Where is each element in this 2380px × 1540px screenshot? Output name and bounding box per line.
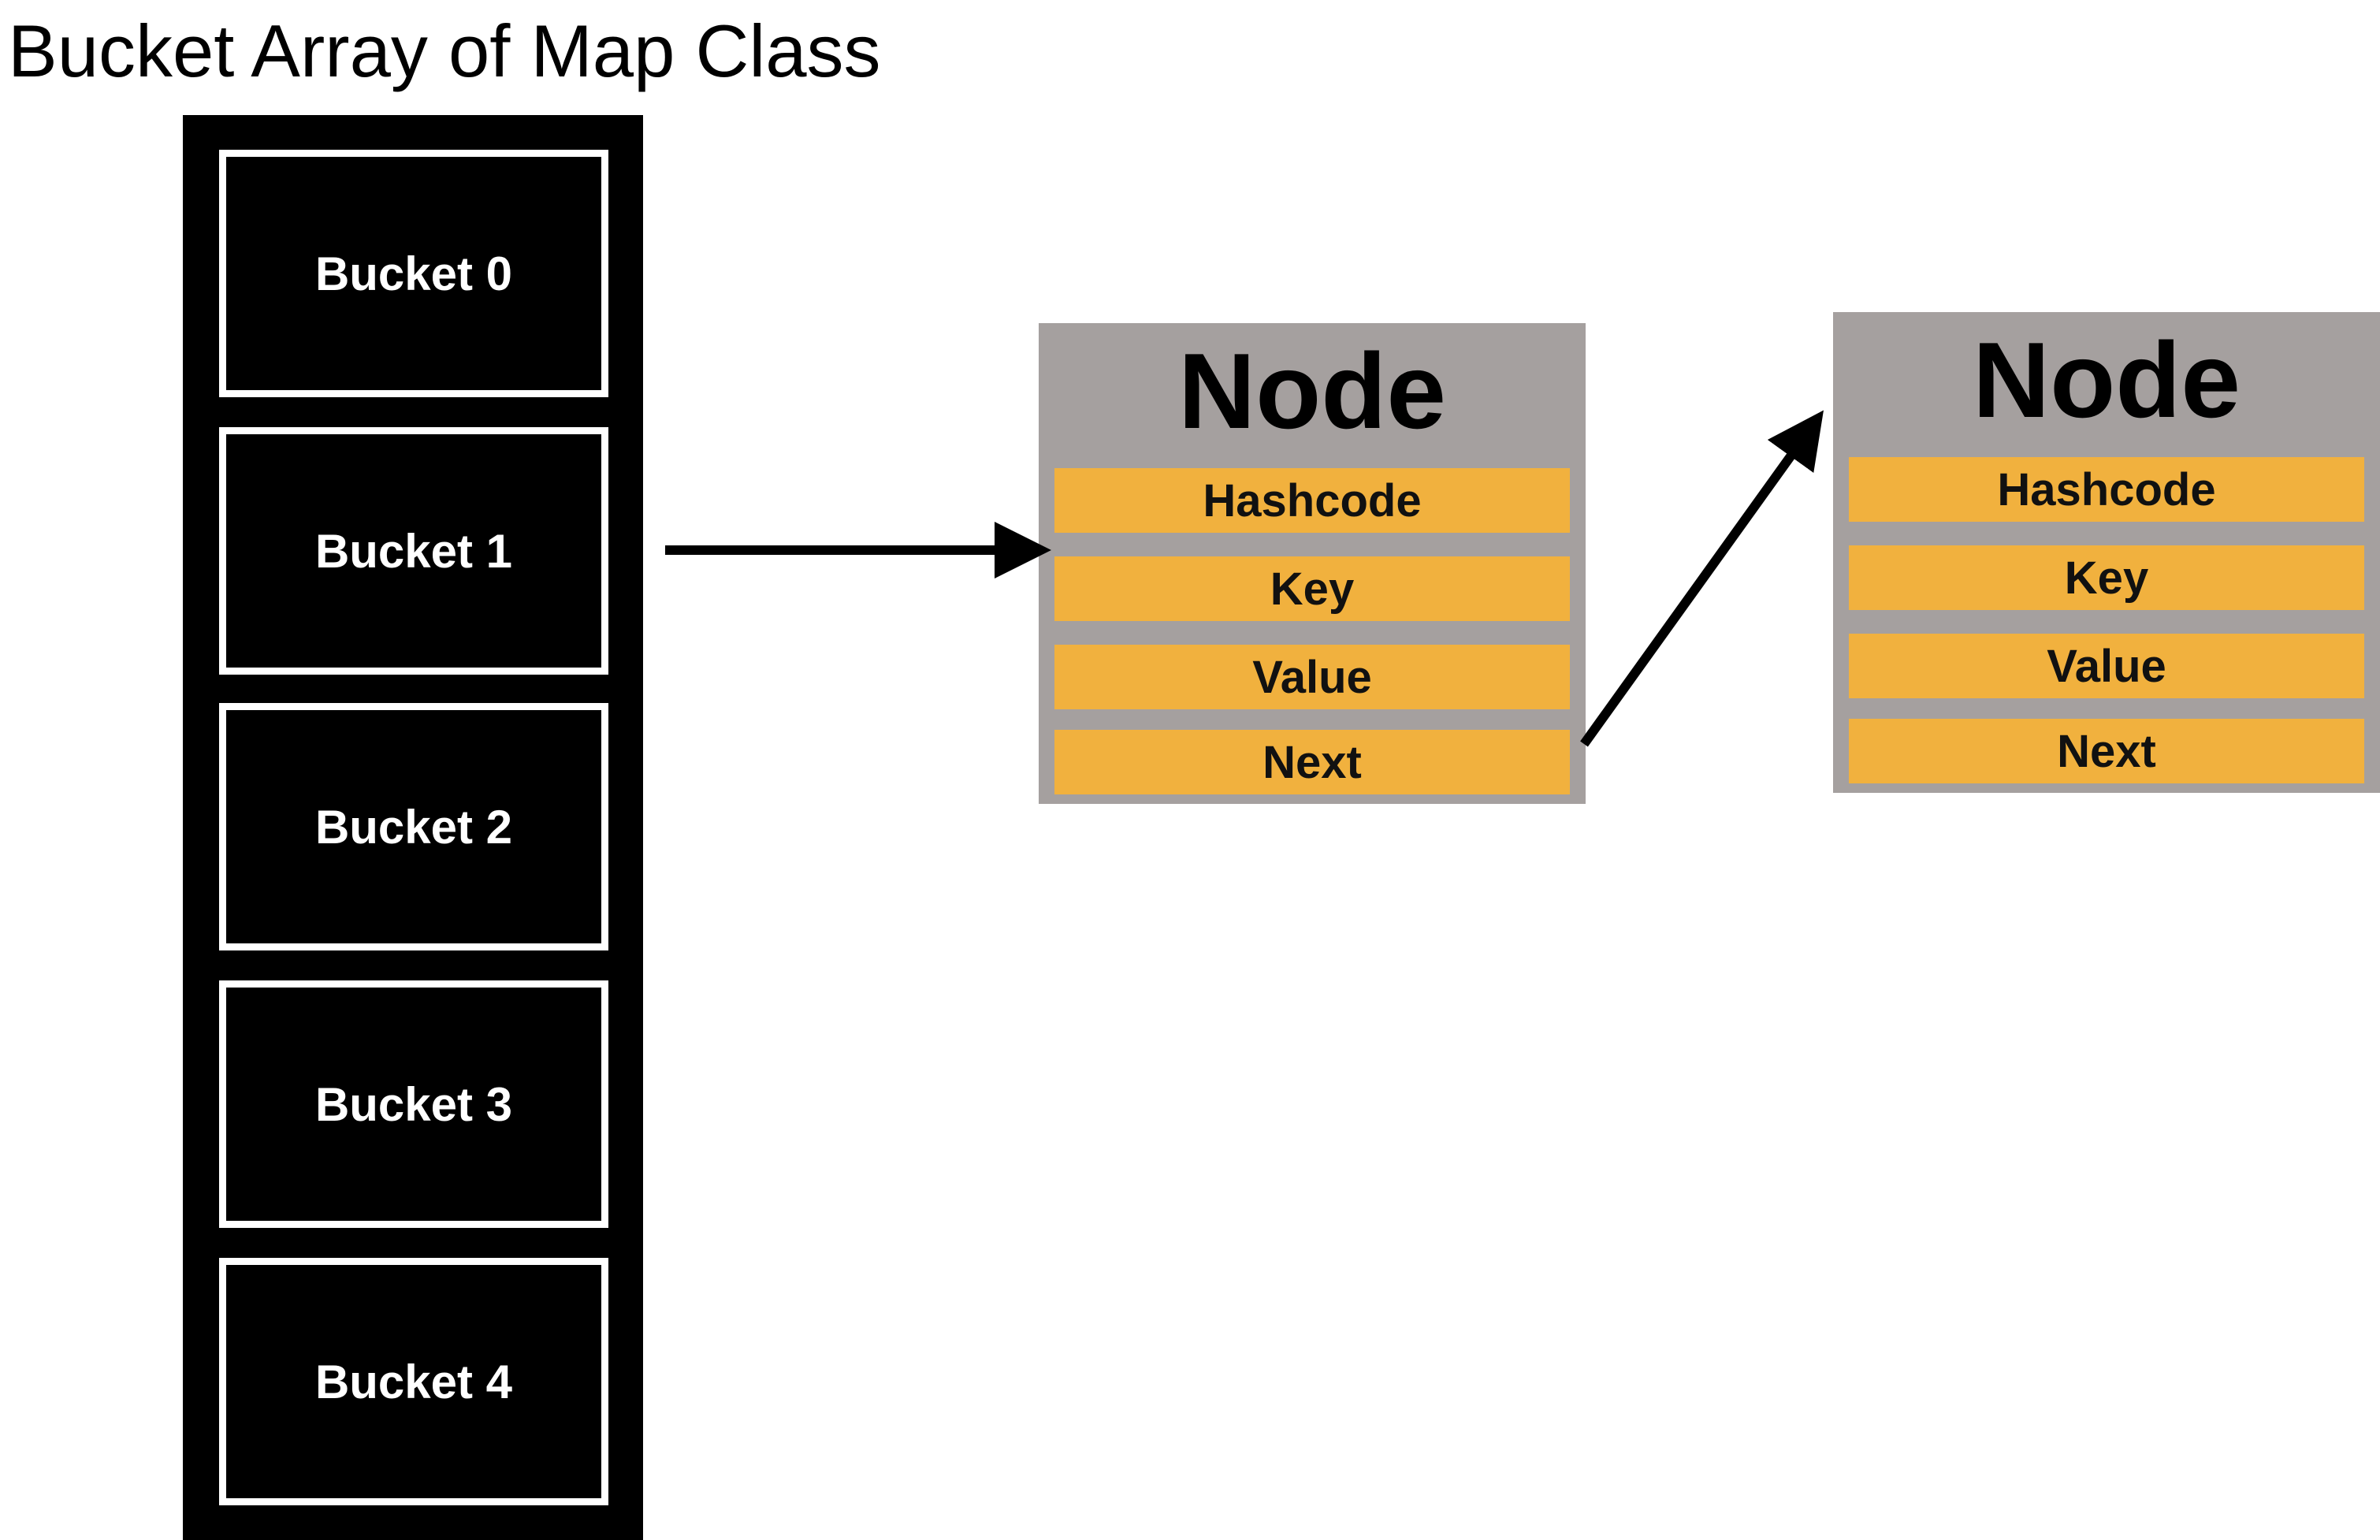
node-2-field-next: Next <box>1849 719 2364 783</box>
arrow-node1-next-to-node2 <box>1580 410 1824 747</box>
bucket-3: Bucket 3 <box>219 980 608 1228</box>
bucket-array: Bucket 0 Bucket 1 Bucket 2 Bucket 3 Buck… <box>183 115 643 1540</box>
node-1-field-key: Key <box>1054 556 1570 621</box>
node-1: Node Hashcode Key Value Next <box>1039 323 1586 804</box>
node-1-title: Node <box>1178 331 1446 451</box>
node-1-field-hashcode: Hashcode <box>1054 468 1570 533</box>
bucket-1: Bucket 1 <box>219 427 608 675</box>
bucket-0: Bucket 0 <box>219 150 608 397</box>
bucket-4: Bucket 4 <box>219 1258 608 1505</box>
node-1-field-value: Value <box>1054 645 1570 709</box>
diagram-title: Bucket Array of Map Class <box>8 9 881 92</box>
node-2-field-key: Key <box>1849 545 2364 610</box>
node-2-field-hashcode: Hashcode <box>1849 457 2364 522</box>
node-2-title: Node <box>1973 320 2241 440</box>
bucket-2: Bucket 2 <box>219 703 608 950</box>
node-2-field-value: Value <box>1849 634 2364 698</box>
node-1-field-next: Next <box>1054 730 1570 794</box>
node-2: Node Hashcode Key Value Next <box>1833 312 2380 793</box>
